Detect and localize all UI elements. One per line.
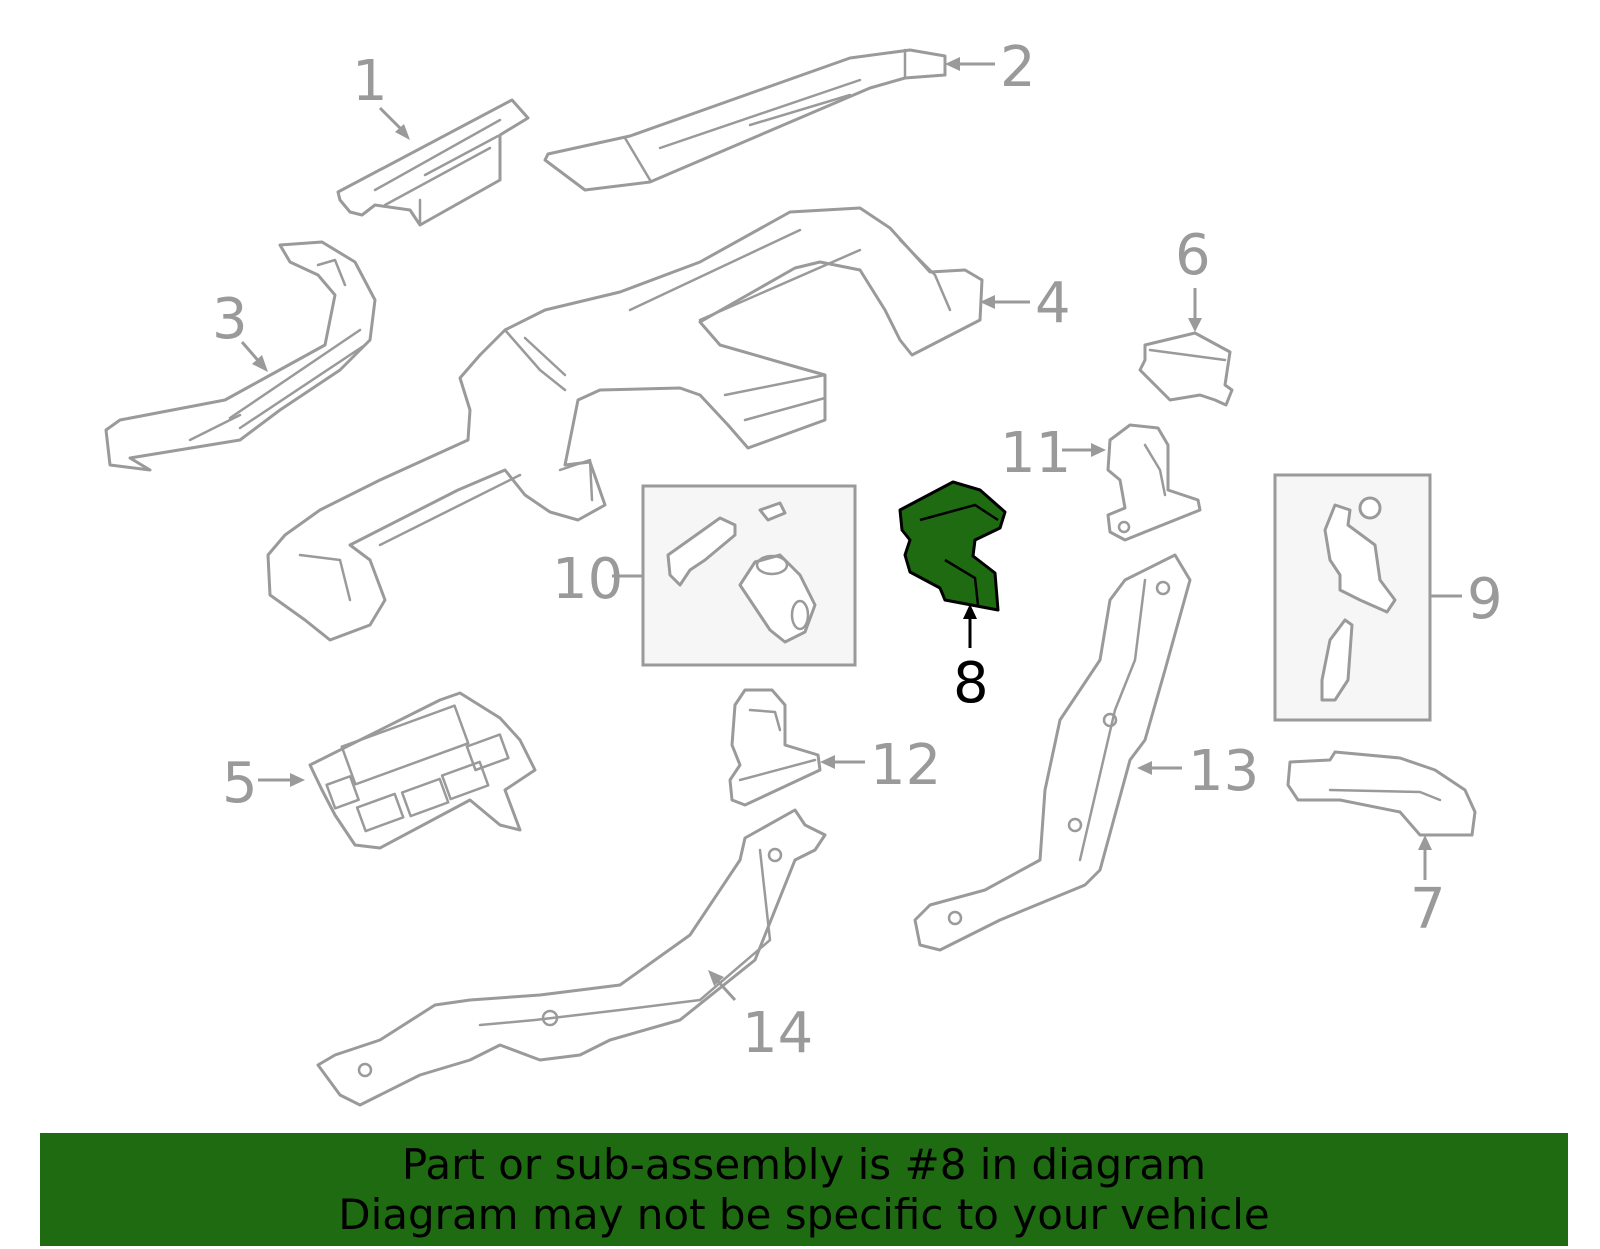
info-banner: Part or sub-assembly is #8 in diagram Di…	[40, 1133, 1568, 1246]
arrow-5-head	[290, 773, 305, 787]
arrow-14-head	[708, 970, 724, 986]
part-2-duct	[543, 48, 947, 192]
part-14-duct	[316, 808, 827, 1107]
banner-line-2: Diagram may not be specific to your vehi…	[338, 1189, 1270, 1239]
callout-9: 9	[1467, 567, 1503, 632]
part-1-duct	[336, 98, 530, 227]
arrow-4-head	[980, 295, 995, 309]
part-4-main-duct	[266, 206, 984, 642]
callout-10: 10	[552, 547, 623, 612]
part-12-duct	[728, 688, 822, 807]
callout-11: 11	[1000, 421, 1071, 486]
part-9-components	[1320, 496, 1397, 702]
callout-12: 12	[870, 733, 941, 798]
callout-6: 6	[1175, 223, 1211, 288]
callout-4: 4	[1035, 271, 1071, 336]
arrow-11-head	[1091, 443, 1106, 457]
arrow-7-head	[1418, 835, 1432, 850]
callout-14: 14	[742, 1001, 813, 1066]
callout-8: 8	[953, 651, 989, 716]
arrow-12-head	[820, 755, 835, 769]
arrow-3-head	[252, 355, 268, 372]
callout-3: 3	[212, 287, 248, 352]
part-11-bracket	[1106, 423, 1202, 542]
callout-5: 5	[222, 751, 258, 816]
part-3-duct	[104, 240, 377, 472]
callout-13: 13	[1188, 739, 1259, 804]
banner-line-1: Part or sub-assembly is #8 in diagram	[401, 1139, 1207, 1189]
arrow-6-head	[1188, 318, 1202, 332]
arrow-8-head	[963, 604, 977, 619]
part-13-duct	[913, 553, 1192, 952]
callout-2: 2	[1000, 35, 1036, 100]
part-7-duct	[1286, 750, 1477, 837]
callout-7: 7	[1410, 877, 1446, 942]
part-6-bracket	[1138, 331, 1234, 407]
part-10-components	[666, 501, 817, 644]
callout-1: 1	[352, 49, 388, 114]
part-5-panel	[308, 691, 537, 850]
arrow-1-head	[395, 124, 410, 140]
arrow-2-head	[945, 57, 960, 71]
part-8-duct-highlighted	[898, 480, 1007, 612]
arrow-13-head	[1137, 761, 1152, 775]
